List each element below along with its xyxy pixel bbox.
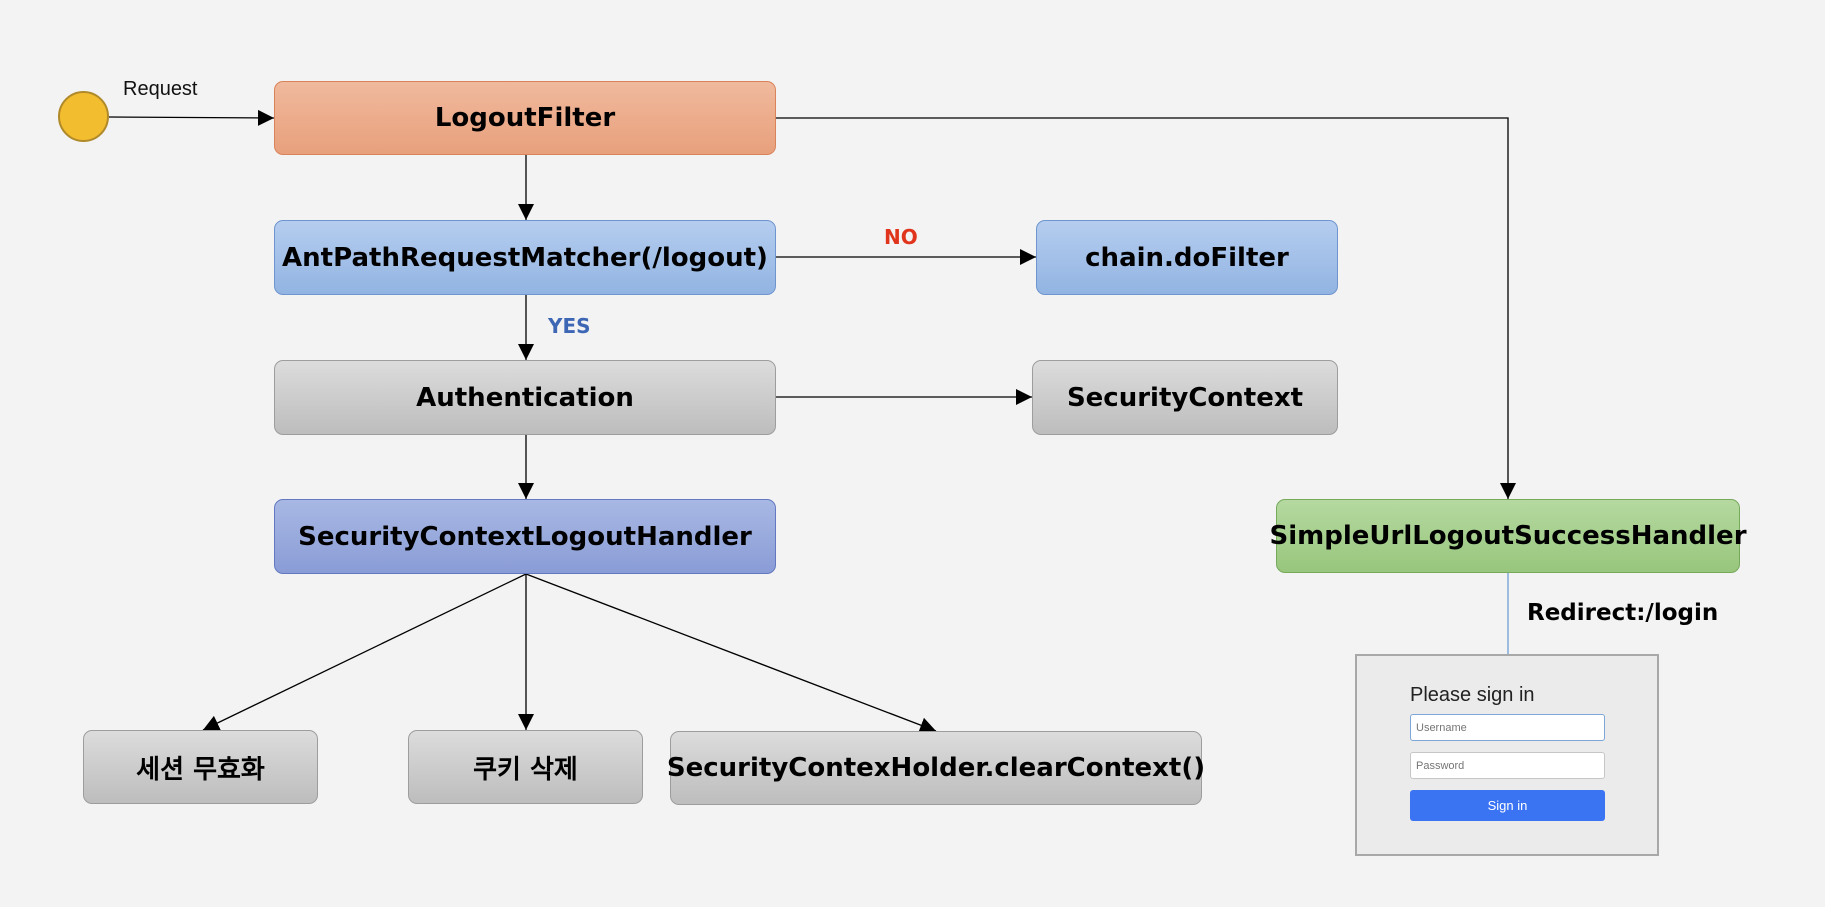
session-invalidate-node: 세션 무효화 bbox=[83, 730, 318, 804]
arrow-logout-handler-to-session-invalidate bbox=[202, 573, 527, 731]
username-input[interactable] bbox=[1410, 714, 1605, 741]
simple-url-logout-success-handler-node: SimpleUrlLogoutSuccessHandler bbox=[1270, 499, 1747, 573]
clear-context-node: SecurityContexHolder.clearContext() bbox=[667, 731, 1205, 805]
no-branch-label: NO bbox=[884, 225, 918, 249]
password-input[interactable] bbox=[1410, 752, 1605, 779]
login-page-preview: Please sign in Sign in bbox=[1355, 654, 1659, 856]
login-title: Please sign in bbox=[1410, 684, 1535, 706]
redirect-label: Redirect:/login bbox=[1527, 600, 1719, 626]
yes-branch-label: YES bbox=[548, 314, 591, 338]
ant-path-request-matcher-node: AntPathRequestMatcher(/logout) bbox=[274, 220, 776, 295]
request-label: Request bbox=[123, 78, 198, 100]
security-context-node: SecurityContext bbox=[1032, 360, 1338, 435]
chain-dofilter-node: chain.doFilter bbox=[1036, 220, 1338, 295]
arrow-logout-handler-to-clear-context bbox=[525, 573, 937, 733]
sign-in-button[interactable]: Sign in bbox=[1410, 790, 1605, 821]
arrow-start-to-logout-filter bbox=[108, 109, 275, 126]
cookie-delete-node: 쿠키 삭제 bbox=[408, 730, 643, 804]
authentication-node: Authentication bbox=[274, 360, 776, 435]
arrow-logout-filter-to-success-handler bbox=[776, 117, 1516, 499]
request-start-node bbox=[58, 91, 109, 142]
logout-filter-node: LogoutFilter bbox=[274, 81, 776, 155]
security-context-logout-handler-node: SecurityContextLogoutHandler bbox=[274, 499, 776, 574]
